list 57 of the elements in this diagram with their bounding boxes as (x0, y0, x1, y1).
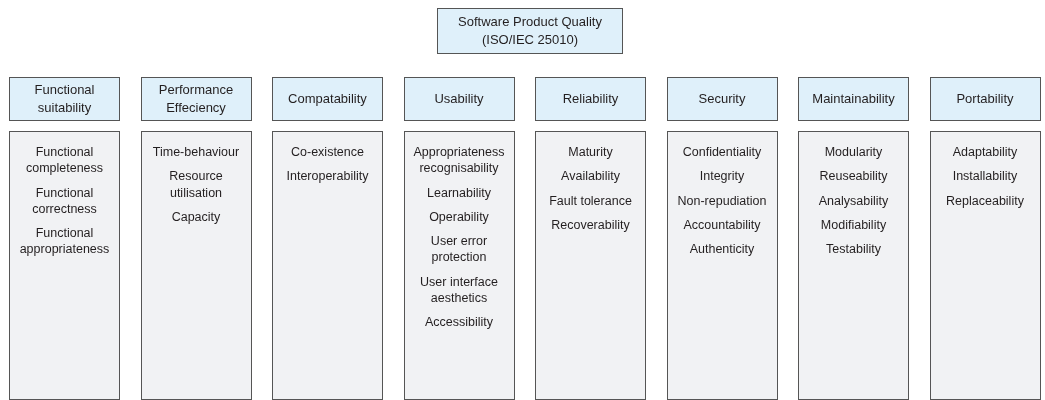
item-text: Co-existence (291, 144, 364, 161)
item-text: Capacity (171, 208, 221, 225)
heading-text: Usability (434, 90, 484, 108)
category-box (403, 77, 515, 121)
item-text: Functional completeness (24, 144, 105, 177)
item-text: Operability (429, 208, 489, 225)
item-text: Maturity (568, 144, 613, 161)
heading-text: Portability (956, 90, 1014, 108)
subcategory-box (798, 131, 909, 400)
item-text: Availability (561, 168, 620, 185)
item-text: Testability (826, 241, 881, 258)
item-text: User error protection (429, 233, 489, 266)
item-text: Analysability (818, 192, 889, 209)
item-text: Fault tolerance (549, 192, 632, 209)
subcategory-box (403, 131, 515, 400)
item-text: Confidentiality (682, 144, 762, 161)
subcategory-box (535, 131, 646, 400)
heading-text: Reliability (562, 90, 619, 108)
item-text: Modifiability (820, 216, 887, 233)
item-text: Learnability (427, 184, 491, 201)
item-text: Recoverability (551, 216, 630, 233)
category-box (272, 77, 383, 121)
item-text: Appropriateness recognisability (412, 144, 506, 177)
heading-text: Performance Effeciency (157, 81, 235, 117)
heading-text: Maintainability (812, 90, 895, 108)
heading-text: Software Product Quality (ISO/IEC 25010) (457, 13, 603, 49)
subcategory-box (140, 131, 252, 400)
item-text: Integrity (699, 168, 745, 185)
category-box (140, 77, 252, 121)
item-text: Replaceability (946, 192, 1024, 209)
category-box (535, 77, 646, 121)
subcategory-box (272, 131, 383, 400)
item-text: Interoperability (286, 168, 369, 185)
category-box (798, 77, 909, 121)
item-text: Accessibility (424, 314, 494, 331)
title-box (437, 8, 623, 54)
item-text: Modularity (824, 144, 883, 161)
category-box (9, 77, 120, 121)
heading-text: Compatability (288, 90, 367, 108)
heading-text: Security (698, 90, 746, 108)
subcategory-box (929, 131, 1041, 400)
category-box (929, 77, 1041, 121)
item-text: Functional appropriateness (18, 225, 111, 258)
item-text: Time-behaviour (152, 144, 240, 161)
item-text: Accountability (683, 216, 761, 233)
item-text: Authenticity (689, 241, 755, 258)
item-text: Installability (952, 168, 1018, 185)
item-text: Resource utilisation (168, 168, 224, 201)
heading-text: Functional suitability (33, 81, 96, 117)
item-text: Adaptability (952, 144, 1018, 161)
item-text: Reuseability (819, 168, 888, 185)
category-box (666, 77, 778, 121)
subcategory-box (9, 131, 120, 400)
item-text: Functional correctness (31, 184, 98, 217)
item-text: User interface aesthetics (419, 273, 499, 306)
item-text: Non-repudiation (677, 192, 767, 209)
subcategory-box (666, 131, 778, 400)
